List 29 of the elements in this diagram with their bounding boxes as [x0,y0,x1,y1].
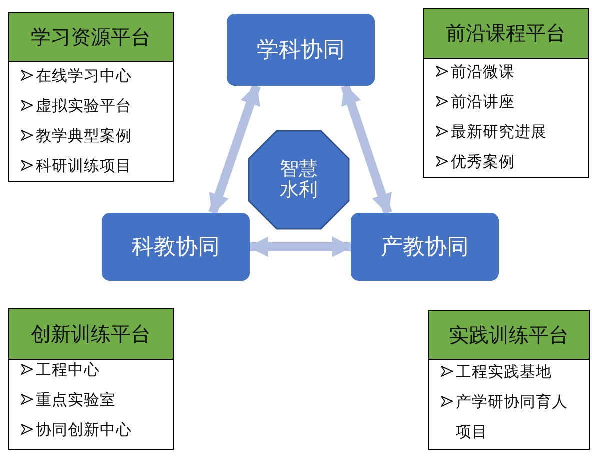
panel-header: 前沿课程平台 [424,9,588,59]
list-item: 协同创新中心 [36,420,132,441]
list-item: 在线学习中心 [36,66,132,87]
list-item: 产学研协同育人项目 [456,392,569,443]
list-item: 优秀案例 [451,152,515,173]
list-item: 工程中心 [36,360,100,381]
octagon-shape [248,130,350,230]
list-item: 重点实验室 [36,390,116,411]
list-item: 教学典型案例 [36,126,132,147]
double-arrow [341,84,392,215]
list-item: 虚拟实验平台 [36,96,132,117]
process-box: 学科协同 [227,14,375,86]
list-item: 前沿讲座 [451,92,515,113]
list-item: 科研训练项目 [36,156,132,177]
panel-header: 学习资源平台 [9,13,173,62]
list-item: 最新研究进展 [451,122,547,143]
process-box: 产教协同 [351,213,499,281]
platform-panel [423,8,589,178]
list-item: 工程实践基地 [456,362,552,383]
platform-panel [428,310,590,450]
panel-header: 实践训练平台 [429,311,589,360]
platform-panel [8,12,174,182]
platform-panel [8,308,174,450]
list-item: 前沿微课 [451,62,515,83]
process-box: 科教协同 [102,213,250,281]
panel-header: 创新训练平台 [9,309,173,360]
center-label: 智慧水利 [279,159,319,201]
double-arrow [248,236,354,258]
double-arrow [208,84,261,215]
